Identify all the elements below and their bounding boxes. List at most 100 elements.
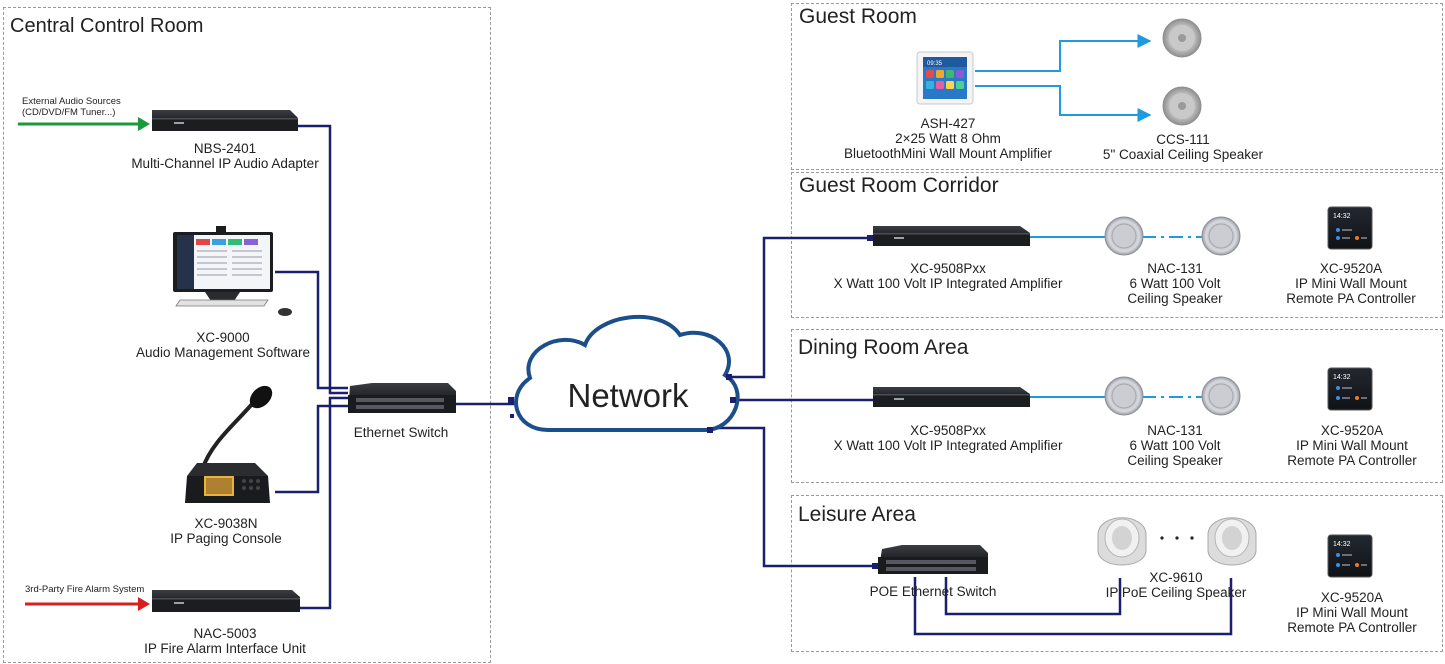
corridor-amp-model: XC-9508Pxx [910,261,986,276]
ash-427-line2: 2×25 Watt 8 Ohm [895,131,1001,146]
link-nbs-to-switch [298,124,348,395]
xc-9610-desc: IP PoE Ceiling Speaker [1105,585,1247,600]
ash-427-model: ASH-427 [920,116,976,131]
zone-central-control-room [3,7,491,663]
xc-9038n-desc: IP Paging Console [170,531,282,546]
xc-9038n-label: XC-9038N IP Paging Console [170,516,282,546]
device-ash-427-panel[interactable] [916,51,974,105]
corridor-amp-desc: X Watt 100 Volt IP Integrated Amplifier [833,276,1063,291]
zone-dining-room-area [791,329,1443,483]
network-links [275,124,1233,636]
leisure-controller-line2: IP Mini Wall Mount [1296,605,1408,620]
leisure-controller-label: XC-9520A IP Mini Wall Mount Remote PA Co… [1287,590,1417,635]
link-console-to-switch [275,404,348,494]
device-nac-131-corridor-2[interactable] [1201,216,1241,256]
ccs-111-model: CCS-111 [1156,132,1210,147]
device-xc-9520a-leisure[interactable] [1327,534,1373,578]
zone-title-guest-room: Guest Room [799,5,917,28]
ccs-111-desc: 5" Coaxial Ceiling Speaker [1102,147,1264,162]
link-poe-to-speaker1 [944,577,1122,616]
audio-ash-to-ccs-bottom [975,85,1152,122]
device-nac-5003[interactable] [152,590,300,612]
corridor-speaker-line2: 6 Watt 100 Volt [1129,276,1221,291]
dining-controller-model: XC-9520A [1320,423,1384,438]
zone-title-central: Central Control Room [10,15,204,37]
ash-427-label: ASH-427 2×25 Watt 8 Ohm BluetoothMini Wa… [844,116,1052,161]
xc-9000-label: XC-9000 Audio Management Software [136,330,310,360]
zone-leisure-area [791,495,1443,652]
link-cloud-to-corridor [729,236,873,379]
ash-427-screen-time: 09:35 [927,61,943,67]
leisure-controller-model: XC-9520A [1320,590,1384,605]
nbs-2401-label: NBS-2401 Multi-Channel IP Audio Adapter [131,141,318,171]
ccs-111-label: CCS-111 5" Coaxial Ceiling Speaker [1103,132,1263,162]
dining-speaker-model: NAC-131 [1147,423,1203,438]
nbs-2401-desc: Multi-Channel IP Audio Adapter [131,156,319,171]
device-ccs-111-speaker-2[interactable] [1162,86,1202,126]
corridor-controller-label: XC-9520A IP Mini Wall Mount Remote PA Co… [1286,261,1416,306]
device-xc-9610-speaker-1[interactable] [1097,517,1147,566]
xc-9000-model: XC-9000 [196,330,250,345]
nac-5003-desc: IP Fire Alarm Interface Unit [144,641,306,656]
nbs-2401-model: NBS-2401 [193,141,257,156]
audio-links [975,34,1203,398]
dining-speaker-line3: Ceiling Speaker [1127,453,1223,468]
ellipsis-dots-icon [1160,536,1194,540]
network-label: Network [567,377,689,414]
xc-9520a-corridor-time: 14:32 [1333,213,1351,220]
dining-controller-label: XC-9520A IP Mini Wall Mount Remote PA Co… [1287,423,1417,468]
xc-9000-desc: Audio Management Software [135,345,311,360]
zone-guest-room-corridor [791,172,1443,318]
device-nac-131-corridor-1[interactable] [1104,216,1144,256]
xc-9520a-dining-time: 14:32 [1333,374,1351,381]
device-xc-9520a-corridor[interactable] [1327,206,1373,250]
corridor-controller-model: XC-9520A [1319,261,1383,276]
corridor-speaker-label: NAC-131 6 Watt 100 Volt Ceiling Speaker [1127,261,1222,306]
link-software-to-switch [275,270,348,390]
device-ethernet-switch[interactable] [348,383,456,413]
zone-title-leisure: Leisure Area [798,503,916,526]
audio-ash-to-ccs-top [975,34,1152,72]
device-poe-switch[interactable] [878,545,988,574]
device-corridor-amplifier[interactable] [873,226,1030,246]
device-xc-9000-computer[interactable] [173,226,292,316]
input-arrow-fire-alarm [25,597,150,611]
network-cloud [508,235,878,569]
zone-title-dining: Dining Room Area [798,336,969,359]
leisure-controller-line3: Remote PA Controller [1287,620,1417,635]
dining-amp-label: XC-9508Pxx X Watt 100 Volt IP Integrated… [834,423,1063,453]
ash-427-line3: BluetoothMini Wall Mount Amplifier [843,146,1053,161]
dining-amp-model: XC-9508Pxx [910,423,986,438]
ethernet-switch-label: Ethernet Switch [353,425,449,440]
xc-9610-model: XC-9610 [1149,570,1203,585]
link-poe-to-speaker2 [913,577,1233,636]
poe-switch-label: POE Ethernet Switch [869,584,997,599]
dining-controller-line2: IP Mini Wall Mount [1296,438,1408,453]
dining-speaker-label: NAC-131 6 Watt 100 Volt Ceiling Speaker [1127,423,1222,468]
device-xc-9038n-console[interactable] [185,381,277,503]
device-nac-131-dining-1[interactable] [1104,376,1144,416]
external-audio-label: External Audio Sources (CD/DVD/FM Tuner.… [22,96,121,118]
corridor-speaker-model: NAC-131 [1147,261,1203,276]
link-cloud-to-leisure [712,426,878,568]
zone-guest-room [791,3,1443,170]
device-xc-9610-speaker-2[interactable] [1207,517,1257,566]
fire-alarm-source-label: 3rd-Party Fire Alarm System [25,584,145,595]
dining-amp-desc: X Watt 100 Volt IP Integrated Amplifier [833,438,1063,453]
device-dining-amplifier[interactable] [873,387,1030,407]
device-nac-131-dining-2[interactable] [1201,376,1241,416]
dining-controller-line3: Remote PA Controller [1287,453,1417,468]
zone-title-corridor: Guest Room Corridor [799,174,999,197]
xc-9610-label: XC-9610 IP PoE Ceiling Speaker [1106,570,1247,600]
corridor-speaker-line3: Ceiling Speaker [1127,291,1223,306]
xc-9038n-model: XC-9038N [194,516,258,531]
device-nbs-2401[interactable] [152,110,298,131]
corridor-controller-line3: Remote PA Controller [1286,291,1416,306]
dining-speaker-line2: 6 Watt 100 Volt [1129,438,1221,453]
device-ccs-111-speaker-1[interactable] [1162,18,1202,58]
device-xc-9520a-dining[interactable] [1327,367,1373,411]
corridor-amp-label: XC-9508Pxx X Watt 100 Volt IP Integrated… [834,261,1063,291]
nac-5003-label: NAC-5003 IP Fire Alarm Interface Unit [144,626,306,656]
xc-9520a-leisure-time: 14:32 [1333,541,1351,548]
